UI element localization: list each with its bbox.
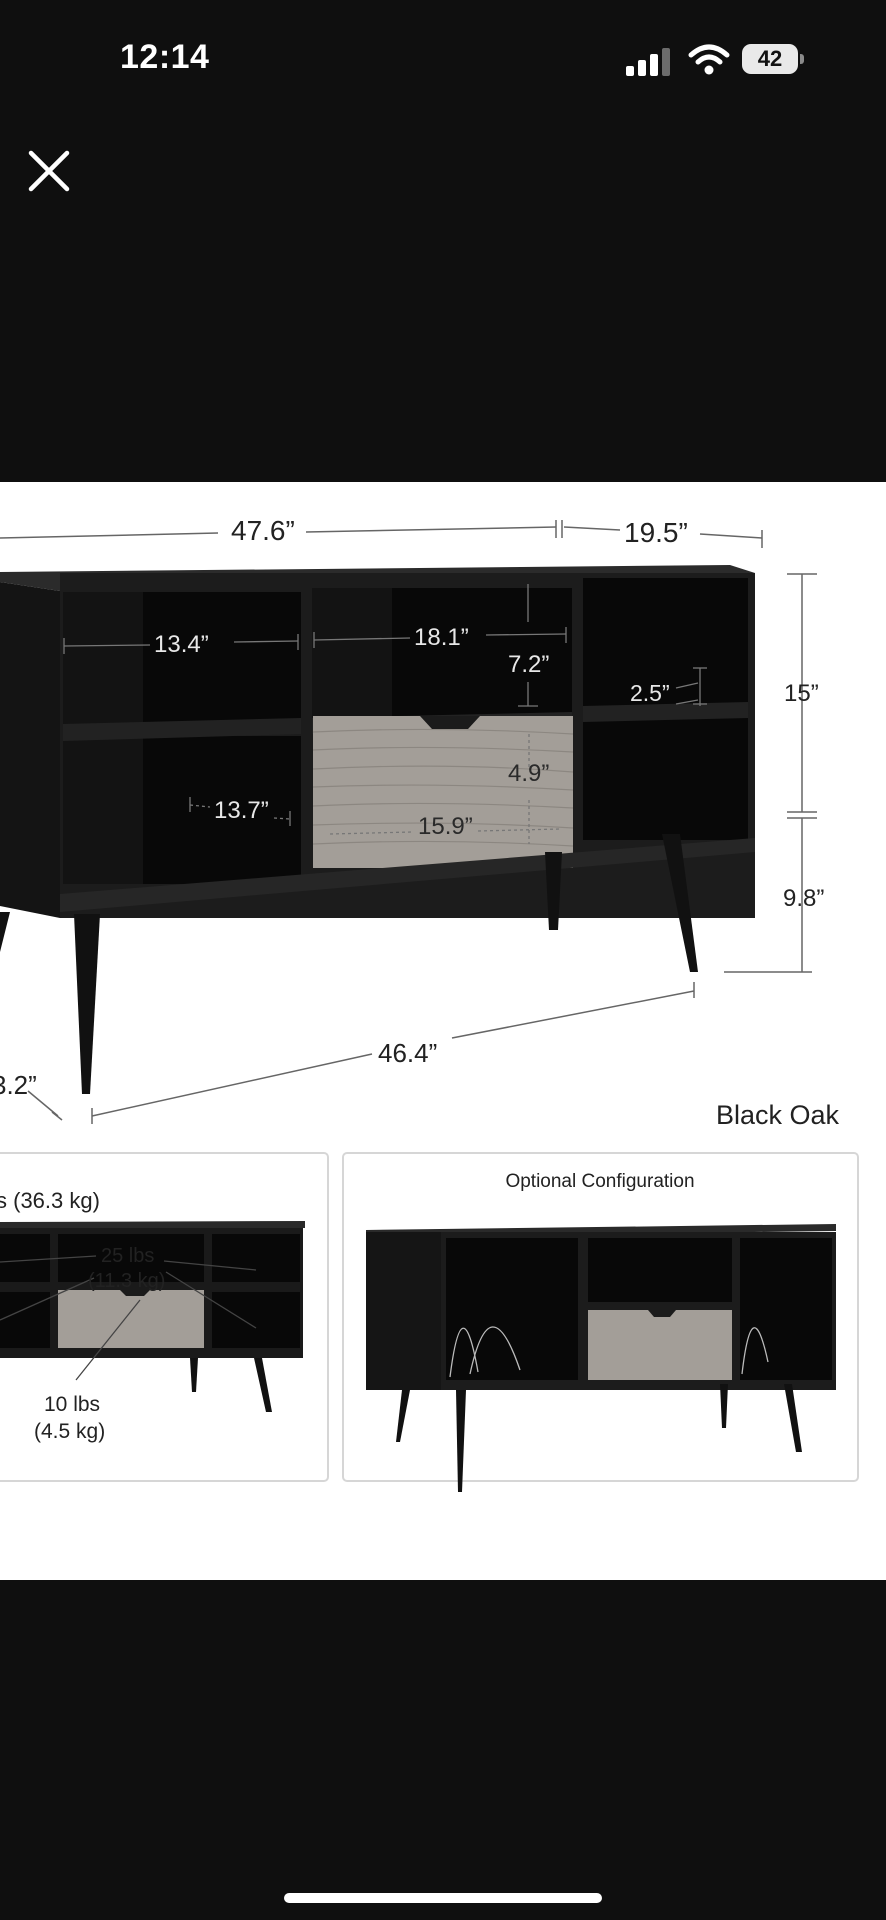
dimension-depth: 19.5” bbox=[624, 517, 688, 548]
dimension-shelf-top-middle-width: 18.1” bbox=[414, 624, 469, 651]
status-bar: 12:14 42 bbox=[0, 0, 886, 120]
home-indicator[interactable] bbox=[284, 1893, 602, 1903]
dimension-depth-side: 3.2” bbox=[0, 1070, 37, 1100]
dimension-shelf-right-gap: 2.5” bbox=[630, 680, 670, 706]
dimension-drawer-width: 15.9” bbox=[418, 813, 473, 840]
dimension-height-legs: 9.8” bbox=[783, 885, 824, 912]
finish-label: Black Oak bbox=[716, 1100, 840, 1130]
dimension-height-body: 15” bbox=[784, 680, 819, 707]
dimension-shelf-top-left-width: 13.4” bbox=[154, 631, 209, 658]
shelf-weight-label: 25 lbs bbox=[101, 1245, 154, 1267]
dimension-shelf-top-middle-height: 7.2” bbox=[508, 651, 549, 678]
cellular-signal-icon bbox=[626, 46, 676, 76]
dimension-drawer-height: 4.9” bbox=[508, 760, 549, 787]
battery-level: 42 bbox=[742, 44, 798, 74]
wifi-icon bbox=[688, 44, 730, 75]
close-button[interactable] bbox=[26, 148, 72, 194]
optional-configuration-title: Optional Configuration bbox=[505, 1171, 694, 1192]
dimension-shelf-bottom-left-depth: 13.7” bbox=[214, 797, 269, 824]
battery-icon: 42 bbox=[742, 44, 804, 74]
close-icon bbox=[28, 150, 70, 192]
drawer-front bbox=[313, 716, 573, 868]
drawer-weight-metric-label: (4.5 kg) bbox=[34, 1420, 105, 1443]
product-dimension-image: 47.6” 19.5” 15” 9.8” bbox=[0, 515, 859, 1492]
status-time: 12:14 bbox=[120, 38, 210, 76]
weight-total-label: s (36.3 kg) bbox=[0, 1188, 100, 1213]
product-image-viewport[interactable]: 47.6” 19.5” 15” 9.8” bbox=[0, 482, 886, 1580]
shelf-weight-metric-label: (11.3 kg) bbox=[88, 1270, 165, 1292]
dimension-leg-span: 46.4” bbox=[378, 1038, 437, 1068]
drawer-weight-label: 10 lbs bbox=[44, 1393, 100, 1416]
dimension-width-total: 47.6” bbox=[231, 515, 295, 546]
